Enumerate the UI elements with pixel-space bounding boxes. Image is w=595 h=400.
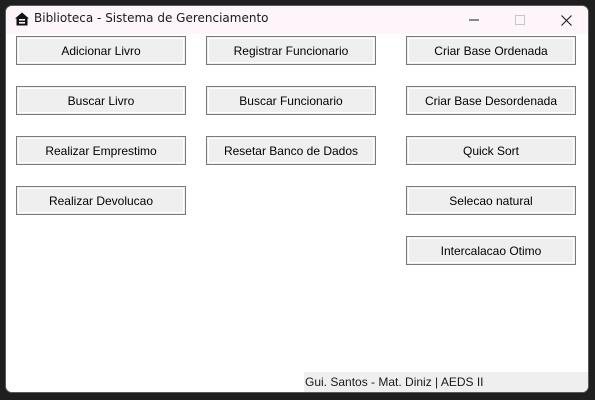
realizar-devolucao-button[interactable]: Realizar Devolucao xyxy=(16,186,186,215)
buscar-funcionario-button[interactable]: Buscar Funcionario xyxy=(206,86,376,115)
criar-base-desordenada-button[interactable]: Criar Base Desordenada xyxy=(406,86,576,115)
maximize-button[interactable] xyxy=(497,6,543,34)
registrar-funcionario-button[interactable]: Registrar Funcionario xyxy=(206,36,376,65)
client-area: Adicionar Livro Buscar Livro Realizar Em… xyxy=(6,34,588,392)
minimize-icon xyxy=(469,15,479,25)
main-window: Biblioteca - Sistema de Gerenciamento Ad… xyxy=(5,5,589,393)
maximize-icon xyxy=(515,15,525,25)
adicionar-livro-button[interactable]: Adicionar Livro xyxy=(16,36,186,65)
realizar-emprestimo-button[interactable]: Realizar Emprestimo xyxy=(16,136,186,165)
window-title: Biblioteca - Sistema de Gerenciamento xyxy=(34,11,269,25)
status-label: Gui. Santos - Mat. Diniz | AEDS II xyxy=(305,375,484,389)
resetar-banco-button[interactable]: Resetar Banco de Dados xyxy=(206,136,376,165)
quick-sort-button[interactable]: Quick Sort xyxy=(406,136,576,165)
selecao-natural-button[interactable]: Selecao natural xyxy=(406,186,576,215)
title-bar[interactable]: Biblioteca - Sistema de Gerenciamento xyxy=(6,6,588,34)
intercalacao-otimo-button[interactable]: Intercalacao Otimo xyxy=(406,236,576,265)
buscar-livro-button[interactable]: Buscar Livro xyxy=(16,86,186,115)
minimize-button[interactable] xyxy=(451,6,497,34)
close-button[interactable] xyxy=(543,6,588,34)
home-icon xyxy=(14,11,30,27)
status-bar: Gui. Santos - Mat. Diniz | AEDS II xyxy=(304,372,588,392)
criar-base-ordenada-button[interactable]: Criar Base Ordenada xyxy=(406,36,576,65)
close-icon xyxy=(560,14,572,26)
